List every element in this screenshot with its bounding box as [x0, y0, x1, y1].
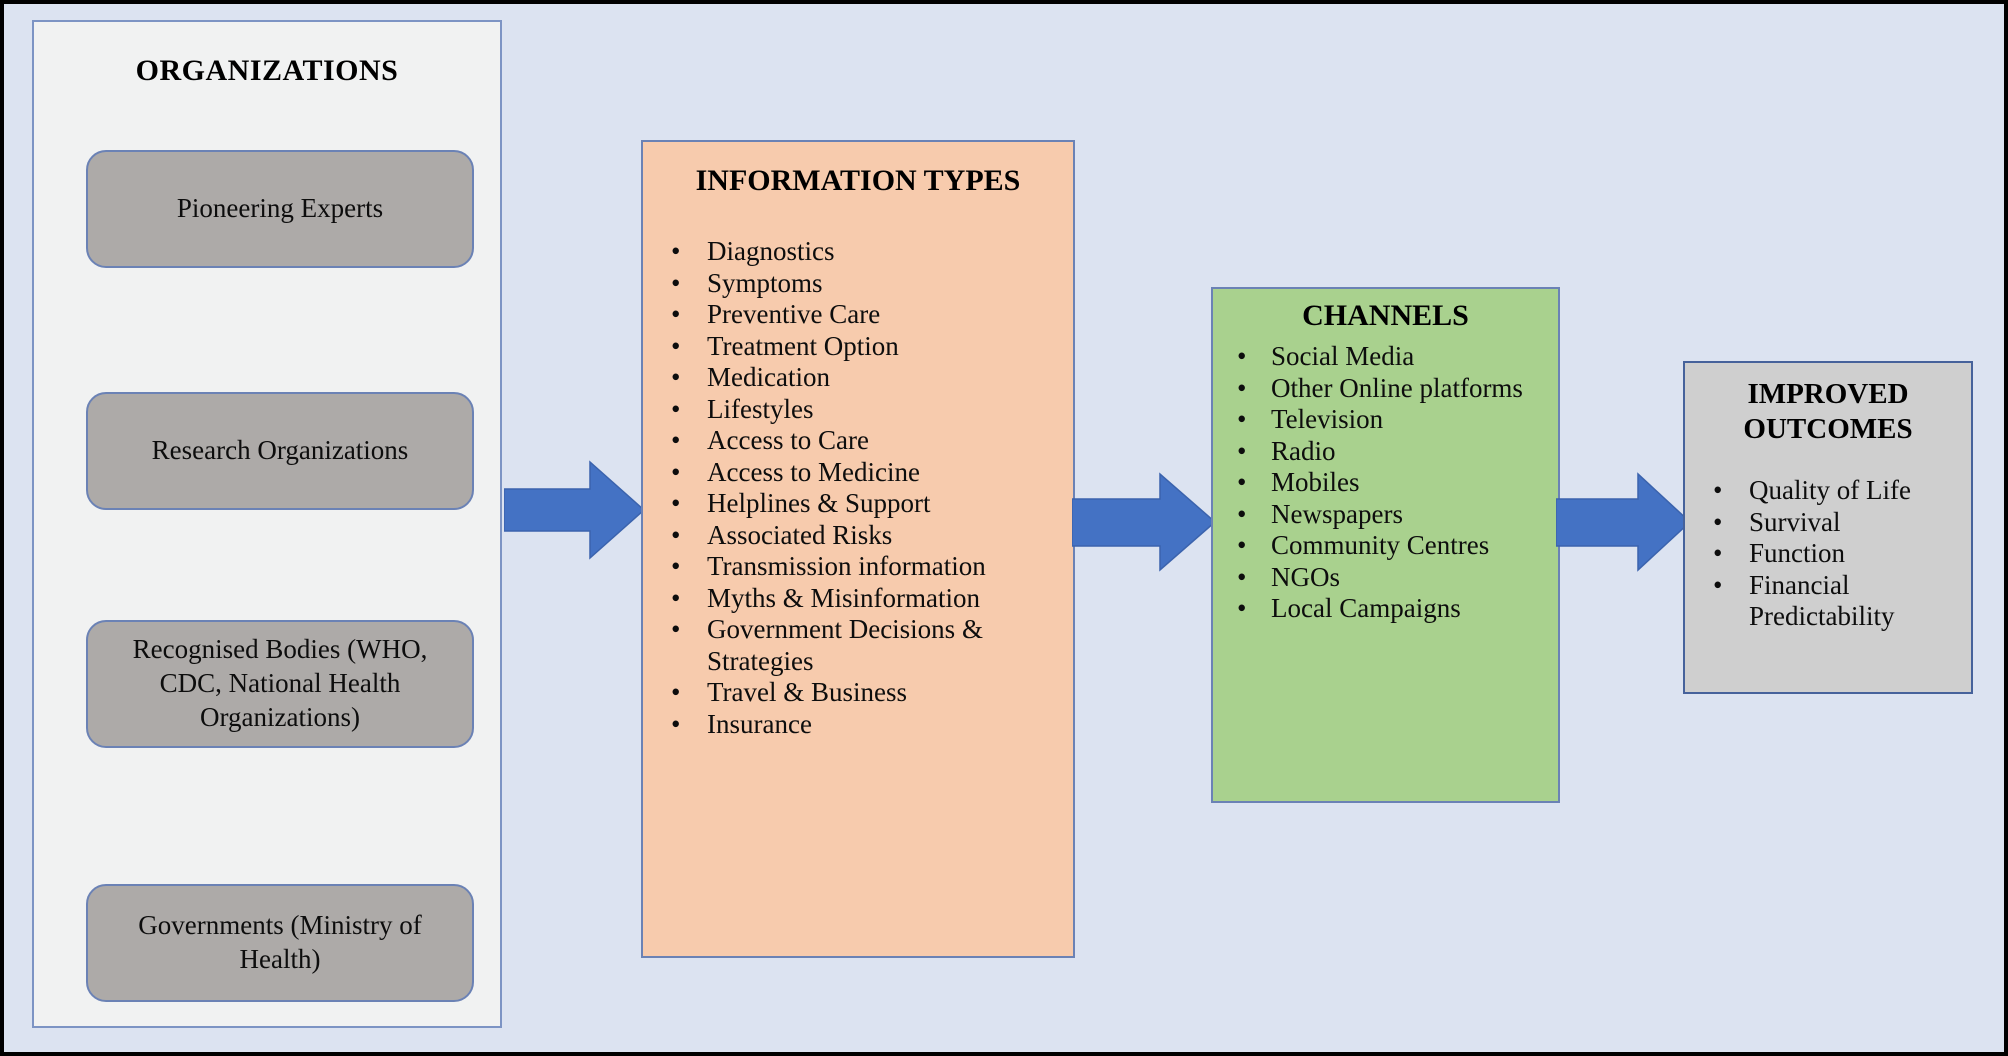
list-item: Medication: [653, 362, 1067, 394]
arrow-right-icon-organizations-to-information-types: [504, 456, 644, 564]
list-item: Newspapers: [1221, 499, 1552, 531]
arrow-right-icon-information-types-to-channels: [1072, 470, 1215, 575]
improved-outcomes-list: Quality of LifeSurvivalFunctionFinancial…: [1693, 475, 1967, 633]
list-item: Function: [1693, 538, 1967, 570]
list-item: Social Media: [1221, 341, 1552, 373]
list-item: Radio: [1221, 436, 1552, 468]
improved-outcomes-title: IMPROVED OUTCOMES: [1743, 378, 1913, 446]
organization-box-research-organizations: Research Organizations: [86, 392, 474, 510]
information-types-list: DiagnosticsSymptomsPreventive CareTreatm…: [653, 236, 1067, 740]
organization-label: Recognised Bodies (WHO, CDC, National He…: [132, 634, 428, 732]
organization-label: Governments (Ministry of Health): [138, 910, 422, 974]
arrow-right-icon-channels-to-improved-outcomes: [1556, 470, 1690, 575]
list-item: Quality of Life: [1693, 475, 1967, 507]
organizations-panel: ORGANIZATIONS Pioneering Experts Researc…: [32, 20, 502, 1028]
list-item: Helplines & Support: [653, 488, 1067, 520]
list-item: Government Decisions & Strategies: [653, 614, 1067, 677]
organization-label: Pioneering Experts: [176, 193, 384, 224]
list-item: Insurance: [653, 709, 1067, 741]
channels-list: Social MediaOther Online platformsTelevi…: [1221, 341, 1552, 625]
list-item: Symptoms: [653, 268, 1067, 300]
list-item: Transmission information: [653, 551, 1067, 583]
list-item: Lifestyles: [653, 394, 1067, 426]
list-item: NGOs: [1221, 562, 1552, 594]
list-item: Travel & Business: [653, 677, 1067, 709]
list-item: Associated Risks: [653, 520, 1067, 552]
list-item: Television: [1221, 404, 1552, 436]
organization-box-recognised-bodies: Recognised Bodies (WHO, CDC, National He…: [86, 620, 474, 748]
list-item: Survival: [1693, 507, 1967, 539]
list-item: Access to Medicine: [653, 457, 1067, 489]
list-item: Diagnostics: [653, 236, 1067, 268]
list-item: Other Online platforms: [1221, 373, 1552, 405]
improved-outcomes-panel: IMPROVED OUTCOMES Quality of LifeSurviva…: [1683, 361, 1973, 694]
list-item: Community Centres: [1221, 530, 1552, 562]
list-item: Treatment Option: [653, 331, 1067, 363]
organization-box-governments: Governments (Ministry of Health): [86, 884, 474, 1002]
list-item: Access to Care: [653, 425, 1067, 457]
list-item: Local Campaigns: [1221, 593, 1552, 625]
organizations-title: ORGANIZATIONS: [135, 54, 399, 87]
list-item: Myths & Misinformation: [653, 583, 1067, 615]
list-item: Financial Predictability: [1693, 570, 1967, 633]
channels-panel: CHANNELS Social MediaOther Online platfo…: [1211, 287, 1560, 803]
channels-title: CHANNELS: [1302, 299, 1469, 332]
list-item: Preventive Care: [653, 299, 1067, 331]
information-types-title: INFORMATION TYPES: [695, 164, 1021, 197]
information-types-panel: INFORMATION TYPES DiagnosticsSymptomsPre…: [641, 140, 1075, 958]
list-item: Mobiles: [1221, 467, 1552, 499]
organization-label: Research Organizations: [151, 435, 409, 466]
organization-box-pioneering-experts: Pioneering Experts: [86, 150, 474, 268]
